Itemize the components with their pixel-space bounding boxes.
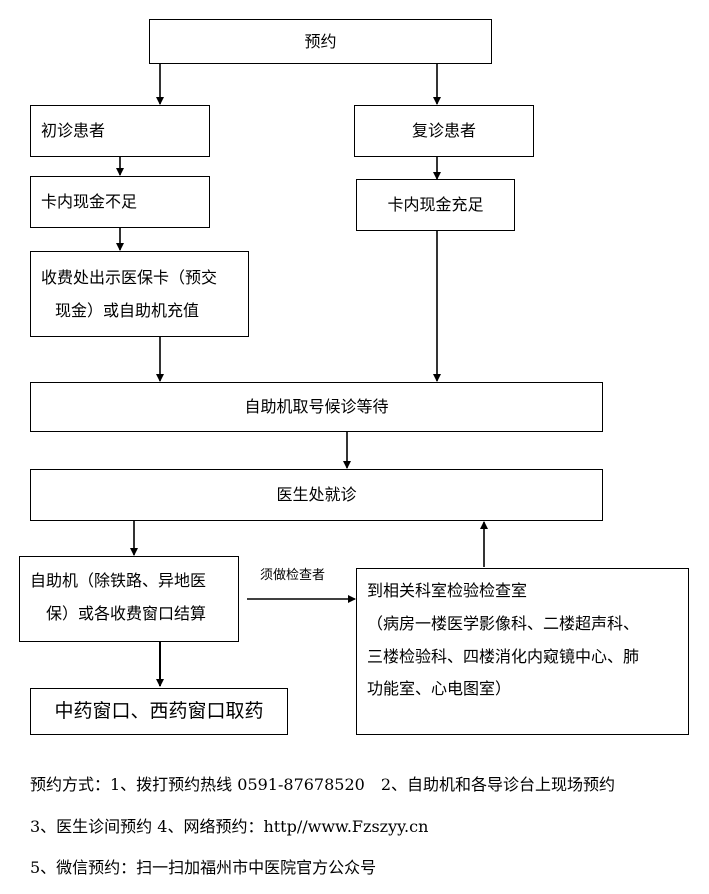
node-exam: 到相关科室检验检查室 （病房一楼医学影像科、二楼超声科、 三楼检验科、四楼消化内… [356,568,689,735]
exam-line-1: 到相关科室检验检查室 [367,581,528,600]
node-pharmacy: 中药窗口、西药窗口取药 [30,688,288,735]
node-first-visit: 初诊患者 [30,105,210,157]
settle-line-1: 自助机（除铁路、异地医 [30,571,207,590]
node-appointment: 预约 [149,19,492,64]
node-return-visit: 复诊患者 [354,105,534,157]
footer-line-3: 5、微信预约：扫一扫加福州市中医院官方公众号 [30,858,377,877]
topup-line-2: 现金）或自助机充值 [55,300,200,320]
node-topup: 收费处出示医保卡（预交 现金）或自助机充值 [30,251,249,337]
settle-line-2: 保）或各收费窗口结算 [46,603,207,623]
edge-label-exam: 须做检查者 [260,568,326,583]
node-settlement: 自助机（除铁路、异地医 保）或各收费窗口结算 [19,556,239,642]
topup-line-1: 收费处出示医保卡（预交 [41,268,218,287]
exam-line-2: （病房一楼医学影像科、二楼超声科、 [367,613,640,633]
node-doctor-visit: 医生处就诊 [30,469,603,521]
exam-line-3: 三楼检验科、四楼消化内窥镜中心、肺 [367,646,640,666]
footer-line-2: 3、医生诊间预约 4、网络预约：http//www.Fzszyy.cn [30,817,429,836]
exam-line-4: 功能室、心电图室） [367,679,512,699]
node-kiosk-queue: 自助机取号候诊等待 [30,382,603,432]
footer-line-1: 预约方式：1、拨打预约热线 0591-87678520 2、自助机和各导诊台上现… [30,775,616,794]
node-sufficient-balance: 卡内现金充足 [356,179,515,231]
node-insufficient-balance: 卡内现金不足 [30,176,210,228]
